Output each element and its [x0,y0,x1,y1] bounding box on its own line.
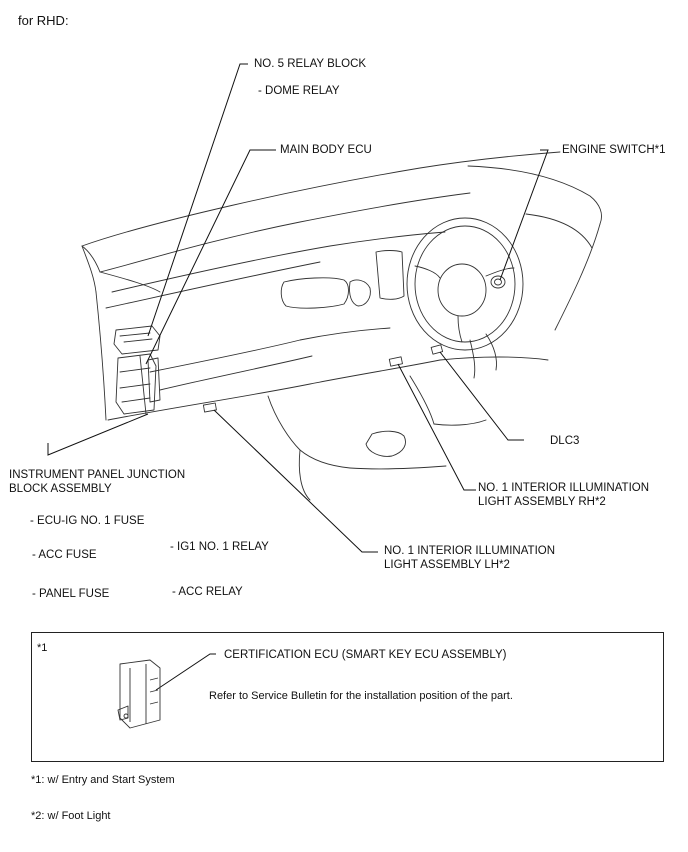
label-acc-fuse: - ACC FUSE [32,549,97,561]
label-illum-lh-1: NO. 1 INTERIOR ILLUMINATION [384,545,556,557]
label-engine-switch: ENGINE SWITCH*1 [562,144,666,156]
label-ig1-relay: - IG1 NO. 1 RELAY [170,541,269,553]
label-main-body-ecu: MAIN BODY ECU [280,144,372,156]
label-illum-rh-2: LIGHT ASSEMBLY RH*2 [478,496,606,508]
inset-marker: *1 [37,642,48,654]
label-relay-block: NO. 5 RELAY BLOCK [254,58,367,70]
footnote-1: *1: w/ Entry and Start System [31,774,175,786]
inset-box [31,632,664,762]
page-heading: for RHD: [18,13,69,28]
footnote-2: *2: w/ Foot Light [31,810,111,822]
label-acc-relay: - ACC RELAY [172,586,243,598]
label-dlc3: DLC3 [550,435,580,447]
label-junction-block-1: INSTRUMENT PANEL JUNCTION [9,469,186,481]
label-illum-rh-1: NO. 1 INTERIOR ILLUMINATION [478,482,650,494]
label-dome-relay: - DOME RELAY [258,85,340,97]
label-ecu-ig-fuse: - ECU-IG NO. 1 FUSE [30,515,145,527]
label-illum-lh-2: LIGHT ASSEMBLY LH*2 [384,559,510,571]
inset-note: Refer to Service Bulletin for the instal… [209,690,513,702]
label-junction-block-2: BLOCK ASSEMBLY [9,483,112,495]
inset-part-label: CERTIFICATION ECU (SMART KEY ECU ASSEMBL… [224,649,507,661]
label-panel-fuse: - PANEL FUSE [32,588,110,600]
